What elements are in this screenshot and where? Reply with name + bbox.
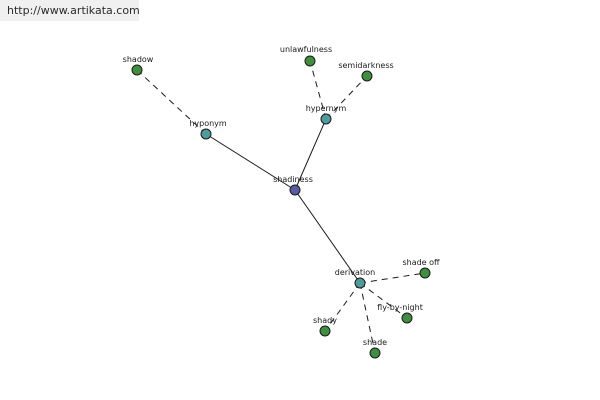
node-label-shadow: shadow [123, 55, 154, 64]
node-shadiness[interactable] [289, 184, 301, 196]
node-label-shade-off: shade off [402, 258, 440, 267]
node-semidarkness[interactable] [361, 70, 373, 82]
node-shade[interactable] [369, 347, 381, 359]
edge-derivation-fly-by-night [359, 282, 408, 319]
labels-layer: shadiness hyponym hypernym derivation shadow… [123, 45, 440, 347]
node-fly-by-night[interactable] [401, 312, 413, 324]
node-label-unlawfulness: unlawfulness [280, 45, 332, 54]
node-label-shadiness: shadiness [273, 175, 313, 184]
node-hyponym[interactable] [200, 128, 212, 140]
edge-hypernym-semidarkness [325, 75, 368, 120]
node-label-fly-by-night: fly-by-night [377, 303, 423, 312]
node-shady[interactable] [319, 325, 331, 337]
node-derivation[interactable] [354, 277, 366, 289]
edge-shadiness-hypernym [294, 118, 327, 191]
node-label-derivation: derivation [335, 268, 375, 277]
node-unlawfulness[interactable] [304, 55, 316, 67]
node-shadow[interactable] [131, 64, 143, 76]
node-label-semidarkness: semidarkness [338, 61, 393, 70]
node-shade-off[interactable] [419, 267, 431, 279]
node-label-hyponym: hyponym [189, 119, 227, 128]
node-label-shade: shade [363, 338, 387, 347]
node-hypernym[interactable] [320, 113, 332, 125]
edge-hyponym-shadow [136, 69, 207, 135]
watermark-url: http://www.artikata.com [0, 0, 140, 21]
node-label-shady: shady [313, 316, 337, 325]
edge-derivation-shady [324, 282, 361, 332]
edge-shadiness-hyponym [205, 133, 296, 191]
nodes-layer [131, 55, 431, 359]
edges-layer [136, 60, 426, 354]
edge-shadiness-derivation [294, 189, 361, 284]
node-label-hypernym: hypernym [306, 104, 347, 113]
edge-derivation-shade [359, 282, 376, 354]
